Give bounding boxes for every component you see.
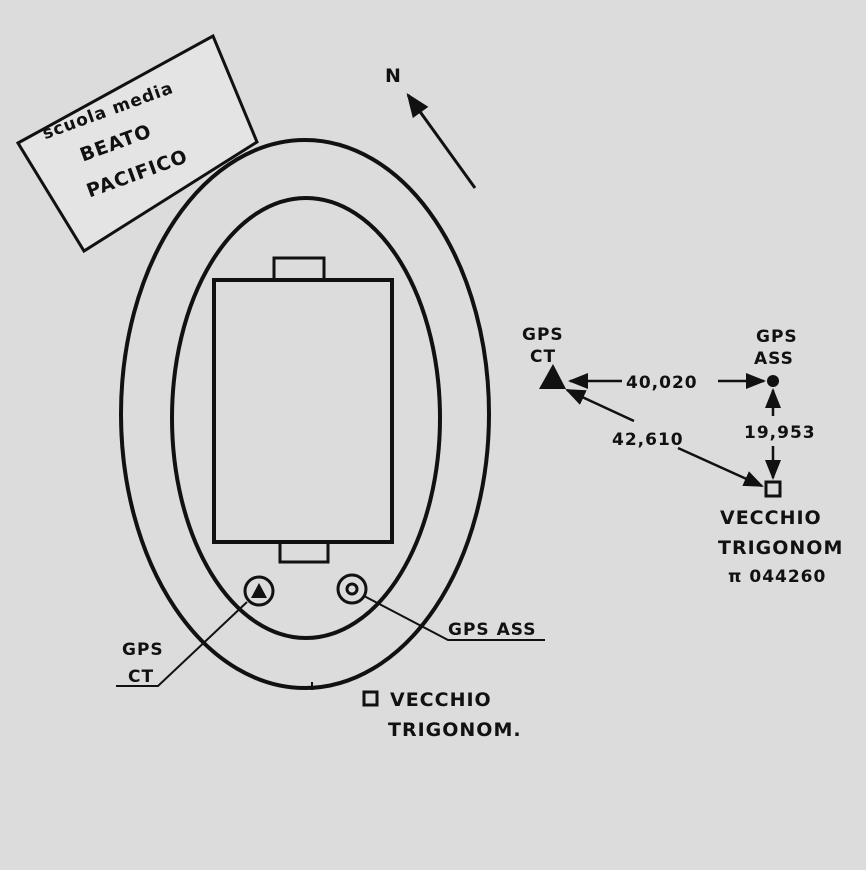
north-arrow: N (385, 65, 477, 189)
net-vecchio-square-icon (764, 480, 782, 498)
site-vecchio-line1: VECCHIO (390, 689, 492, 711)
gps-ass-leader-line (363, 595, 545, 641)
net-gps-ct-line2: CT (530, 347, 556, 367)
net-vecchio-line2: TRIGONOM (718, 537, 843, 559)
top-goal-box (272, 256, 326, 282)
net-vecchio-line3: π 044260 (728, 567, 826, 587)
net-gps-ct-triangle-icon (539, 364, 566, 389)
net-gps-ass-line2: ASS (754, 349, 794, 369)
net-vecchio-line1: VECCHIO (720, 507, 822, 529)
network-diagram: GPS CT GPS ASS 40,020 42,610 19,953 VECC… (522, 325, 843, 587)
gps-ct-marker-ring (243, 575, 275, 607)
north-arrow-icon (406, 93, 477, 189)
gps-ct-triangle-icon (251, 583, 267, 598)
bottom-goal-box (278, 540, 330, 564)
school-sign: scuola media BEATO PACIFICO (15, 33, 259, 254)
gps-ass-marker-ring (336, 573, 368, 605)
dist-ct-ass: 40,020 (626, 373, 698, 393)
dist-ct-vecchio: 42,610 (612, 430, 684, 450)
net-gps-ass-line1: GPS (756, 327, 798, 347)
site-vecchio-line2: TRIGONOM. (388, 719, 522, 741)
site-gps-ass-label: GPS ASS (448, 620, 536, 640)
site-vecchio-square-icon (362, 690, 379, 707)
site-gps-ct-line1: GPS (122, 640, 164, 660)
edge-ct-vecchio-lower (677, 446, 764, 488)
gps-ass-dot-icon (345, 582, 359, 596)
inner-track-outline (170, 196, 442, 640)
site-plan: GPS CT GPS ASS VECCHIO TRIGONOM. (116, 138, 545, 741)
north-label: N (385, 65, 402, 87)
outer-track-outline (119, 138, 491, 690)
dist-ass-vecchio: 19,953 (744, 423, 816, 443)
net-gps-ct-line1: GPS (522, 325, 564, 345)
site-gps-ct-line2: CT (128, 667, 154, 687)
playing-field-rectangle (212, 278, 394, 544)
gps-ct-leader-line (116, 601, 248, 687)
net-gps-ass-dot-icon (767, 375, 779, 387)
edge-ct-vecchio-upper (565, 388, 635, 423)
school-sign-frame (15, 33, 259, 254)
